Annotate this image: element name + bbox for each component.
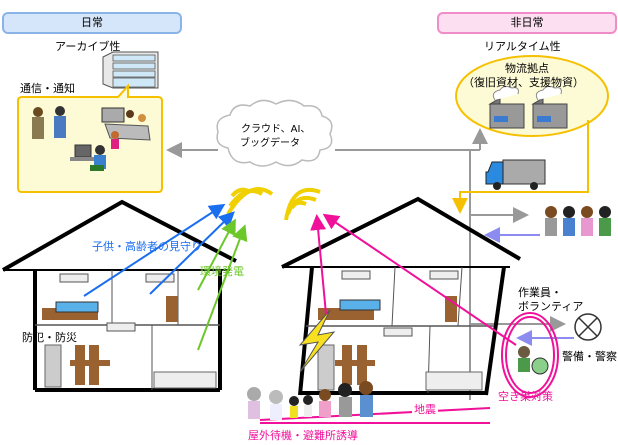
communication-box [17, 83, 163, 193]
security-label: 防犯・防災 [22, 331, 77, 344]
burglar-icon [518, 346, 549, 375]
wifi-signal-icon [284, 188, 321, 221]
workers-label: 作業員・ [518, 286, 562, 299]
cloud-label-line1: クラウド、AI、 [241, 124, 311, 135]
wifi-signal-icon [226, 187, 274, 216]
daily-header: 日常 [2, 12, 182, 34]
burglary-ring [501, 312, 559, 398]
volunteers-label: ボランティア [518, 300, 584, 313]
cloud-label-line2: ブッグデータ [240, 138, 300, 149]
energy-label: 環境発電 [200, 265, 244, 278]
monitoring-label: 子供・高齢者の見守り [92, 240, 202, 253]
logistics-label-line1: 物流拠点 [505, 62, 549, 75]
left-house [2, 199, 237, 392]
right-house [281, 196, 522, 396]
police-symbol [574, 313, 602, 341]
cloud-shape [216, 99, 333, 167]
emergency-header: 非日常 [437, 12, 617, 34]
evacuees-group [247, 381, 373, 420]
communication-label: 通信・通知 [20, 82, 75, 95]
factory-icon [531, 85, 568, 129]
evacuation-label: 屋外待機・避難所誘導 [248, 429, 358, 442]
factory-icon [488, 85, 525, 129]
server-icon [102, 51, 159, 89]
burglary-label: 空き巣対策 [498, 390, 553, 403]
earthquake-label: 地震 [412, 401, 438, 417]
archive-subtitle: アーカイブ性 [55, 40, 121, 53]
police-label: 警備・警察 [562, 350, 617, 363]
logistics-label-line2: （復旧資材、支援物資） [463, 76, 584, 89]
truck-icon [485, 159, 546, 190]
realtime-subtitle: リアルタイム性 [484, 40, 561, 53]
lightning-icon [298, 309, 336, 373]
workers-group [545, 206, 611, 236]
